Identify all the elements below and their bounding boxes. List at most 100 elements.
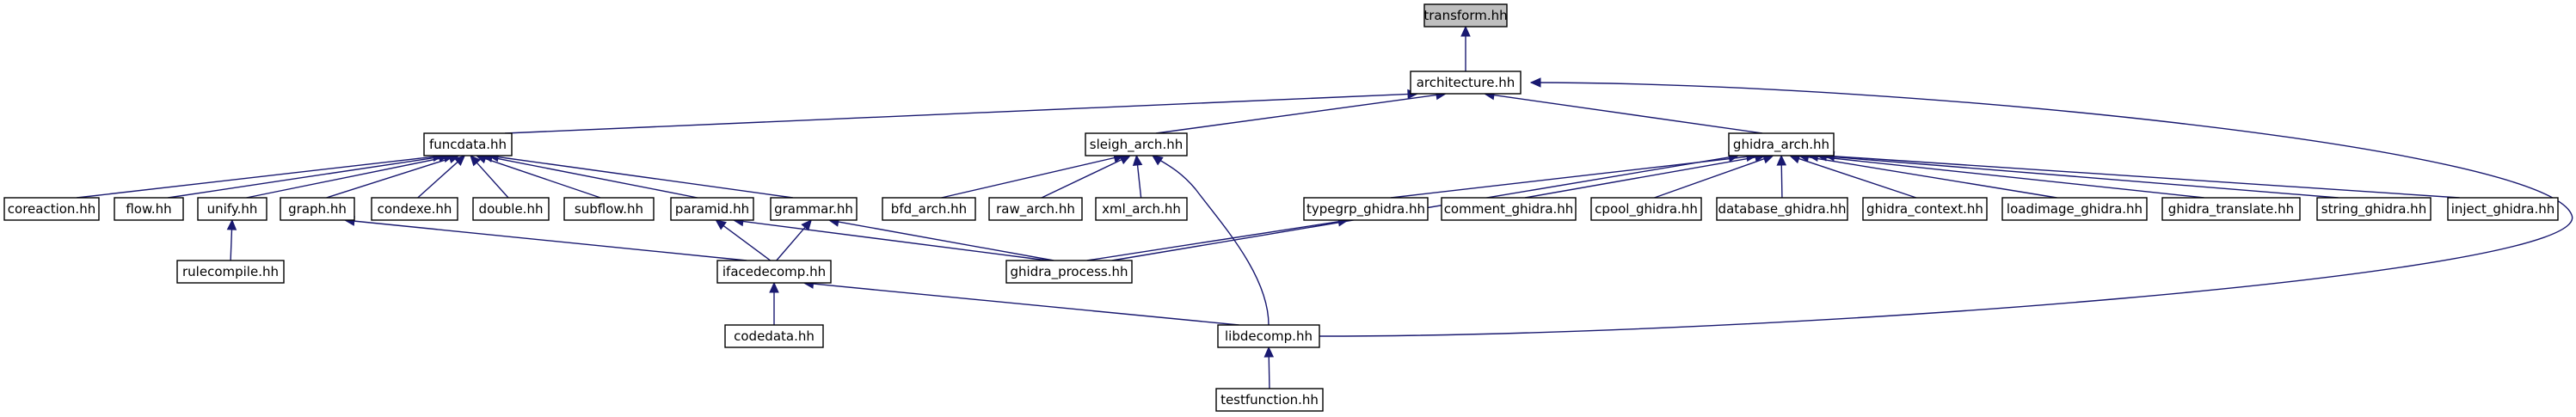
node-typegrp-ghidra[interactable]: typegrp_ghidra.hh	[1303, 197, 1429, 221]
edge-testfunction-to-libdecomp	[1263, 346, 1275, 389]
node-label: ifacedecomp.hh	[722, 264, 826, 279]
edge-inject_ghidra-to-ghidra_arch-line	[1833, 155, 2460, 199]
node-box	[1303, 197, 1429, 221]
edge-sleigh_arch-to-architecture	[1155, 89, 1448, 134]
edge-unify-to-funcdata-line	[246, 156, 446, 199]
node-raw-arch[interactable]: raw_arch.hh	[988, 197, 1083, 221]
edge-double-to-funcdata-arrowhead	[470, 155, 481, 167]
node-box	[1085, 132, 1188, 156]
edge-coreaction-to-funcdata-line	[76, 156, 435, 199]
node-label: string_ghidra.hh	[2321, 201, 2426, 218]
edge-raw_arch-to-sleigh_arch-line	[1041, 158, 1123, 199]
edge-typegrp_ghidra-to-ghidra_arch-line	[1390, 156, 1749, 199]
edge-bfd_arch-to-sleigh_arch-line	[941, 156, 1116, 199]
edge-double-to-funcdata-line	[476, 161, 509, 199]
node-grammar[interactable]: grammar.hh	[770, 197, 858, 221]
node-testfunction[interactable]: testfunction.hh	[1215, 388, 1324, 412]
edge-typegrp_ghidra-to-ghidra_arch	[1390, 151, 1758, 199]
edge-ifacedecomp-to-paramid	[715, 219, 772, 261]
edge-subflow-to-funcdata-line	[484, 157, 601, 199]
edge-ghidra_arch-to-architecture-line	[1492, 94, 1763, 134]
node-database-ghidra[interactable]: database_ghidra.hh	[1716, 197, 1848, 221]
node-label: libdecomp.hh	[1225, 328, 1313, 344]
node-xml-arch[interactable]: xml_arch.hh	[1095, 197, 1188, 221]
node-comment-ghidra[interactable]: comment_ghidra.hh	[1441, 197, 1577, 221]
node-cpool-ghidra[interactable]: cpool_ghidra.hh	[1590, 197, 1702, 221]
node-architecture[interactable]: architecture.hh	[1410, 71, 1522, 95]
node-loadimage-ghidra[interactable]: loadimage_ghidra.hh	[2001, 197, 2148, 221]
edge-condexe-to-funcdata-line	[417, 161, 459, 199]
edge-cpool_ghidra-to-ghidra_arch-line	[1654, 157, 1766, 199]
edge-ifacedecomp-to-grammar-line	[776, 226, 807, 261]
node-label: paramid.hh	[675, 201, 749, 217]
node-inject-ghidra[interactable]: inject_ghidra.hh	[2447, 197, 2559, 221]
node-label: ghidra_translate.hh	[2168, 201, 2294, 218]
node-codedata[interactable]: codedata.hh	[724, 324, 824, 348]
edge-condexe-to-funcdata-arrowhead	[453, 155, 466, 166]
edge-rulecompile-to-unify-arrowhead	[226, 218, 237, 230]
edge-rulecompile-to-unify	[226, 218, 237, 261]
edge-ghidra_process-to-paramid	[732, 216, 1048, 261]
node-box	[1423, 3, 1508, 28]
edge-database_ghidra-to-ghidra_arch-arrowhead	[1776, 154, 1787, 166]
edge-xml_arch-to-sleigh_arch-arrowhead	[1132, 154, 1143, 167]
node-bfd-arch[interactable]: bfd_arch.hh	[882, 197, 976, 221]
node-label: ghidra_arch.hh	[1733, 137, 1829, 153]
node-coreaction[interactable]: coreaction.hh	[3, 197, 100, 221]
node-box	[1217, 324, 1320, 348]
edge-database_ghidra-to-ghidra_arch-line	[1780, 163, 1783, 199]
edge-ifacedecomp-to-graph-line	[353, 220, 747, 261]
node-box	[3, 197, 100, 221]
node-ghidra-process[interactable]: ghidra_process.hh	[1005, 260, 1133, 284]
edge-comment_ghidra-to-ghidra_arch-line	[1524, 156, 1757, 199]
node-box	[770, 197, 858, 221]
node-box	[1728, 132, 1835, 156]
node-box	[472, 197, 550, 221]
node-box	[724, 324, 824, 348]
edge-ghidra_process-to-paramid-line	[741, 220, 1048, 261]
node-ghidra-arch[interactable]: ghidra_arch.hh	[1728, 132, 1835, 156]
edge-ifacedecomp-to-paramid-arrowhead	[715, 219, 727, 230]
node-label: rulecompile.hh	[182, 264, 279, 279]
node-paramid[interactable]: paramid.hh	[670, 197, 754, 221]
edge-string_ghidra-to-ghidra_arch-line	[1825, 156, 2339, 199]
node-ghidra-context[interactable]: ghidra_context.hh	[1862, 197, 1988, 221]
edge-ghidra_context-to-ghidra_arch-line	[1798, 157, 1917, 199]
node-box	[371, 197, 458, 221]
node-box	[1862, 197, 1988, 221]
node-label: funcdata.hh	[429, 137, 507, 152]
node-label: sleigh_arch.hh	[1090, 137, 1183, 153]
node-label: raw_arch.hh	[996, 201, 1075, 218]
node-ifacedecomp[interactable]: ifacedecomp.hh	[716, 260, 832, 284]
edge-flow-to-funcdata-line	[168, 156, 440, 199]
node-label: architecture.hh	[1417, 75, 1515, 90]
node-graph[interactable]: graph.hh	[280, 197, 355, 221]
edge-ghidra_process-to-grammar	[827, 217, 1054, 261]
node-label: transform.hh	[1423, 8, 1507, 23]
node-condexe[interactable]: condexe.hh	[371, 197, 458, 221]
node-funcdata[interactable]: funcdata.hh	[423, 132, 513, 156]
node-double[interactable]: double.hh	[472, 197, 550, 221]
node-box	[882, 197, 976, 221]
node-flow[interactable]: flow.hh	[114, 197, 184, 221]
edge-subflow-to-funcdata	[475, 154, 601, 199]
node-subflow[interactable]: subflow.hh	[563, 197, 655, 221]
node-sleigh-arch[interactable]: sleigh_arch.hh	[1085, 132, 1188, 156]
node-string-ghidra[interactable]: string_ghidra.hh	[2316, 197, 2432, 221]
edge-architecture-to-transform-arrowhead	[1460, 25, 1471, 37]
node-box	[2001, 197, 2148, 221]
edge-libdecomp-to-sleigh_arch-arrowhead	[1152, 155, 1164, 166]
node-label: coreaction.hh	[8, 201, 95, 217]
node-transform[interactable]: transform.hh	[1423, 3, 1508, 28]
node-ghidra-translate[interactable]: ghidra_translate.hh	[2161, 197, 2301, 221]
node-unify[interactable]: unify.hh	[197, 197, 267, 221]
edge-libdecomp-to-sleigh_arch	[1152, 155, 1270, 326]
nodes-layer: transform.hh architecture.hh funcdata.hh sl…	[3, 3, 2559, 412]
node-label: database_ghidra.hh	[1718, 201, 1847, 218]
node-box	[1005, 260, 1133, 284]
node-label: loadimage_ghidra.hh	[2007, 201, 2143, 218]
node-rulecompile[interactable]: rulecompile.hh	[176, 260, 285, 284]
edge-cpool_ghidra-to-ghidra_arch	[1654, 154, 1774, 199]
node-libdecomp[interactable]: libdecomp.hh	[1217, 324, 1320, 348]
edge-ghidra_arch-to-architecture	[1483, 89, 1763, 134]
